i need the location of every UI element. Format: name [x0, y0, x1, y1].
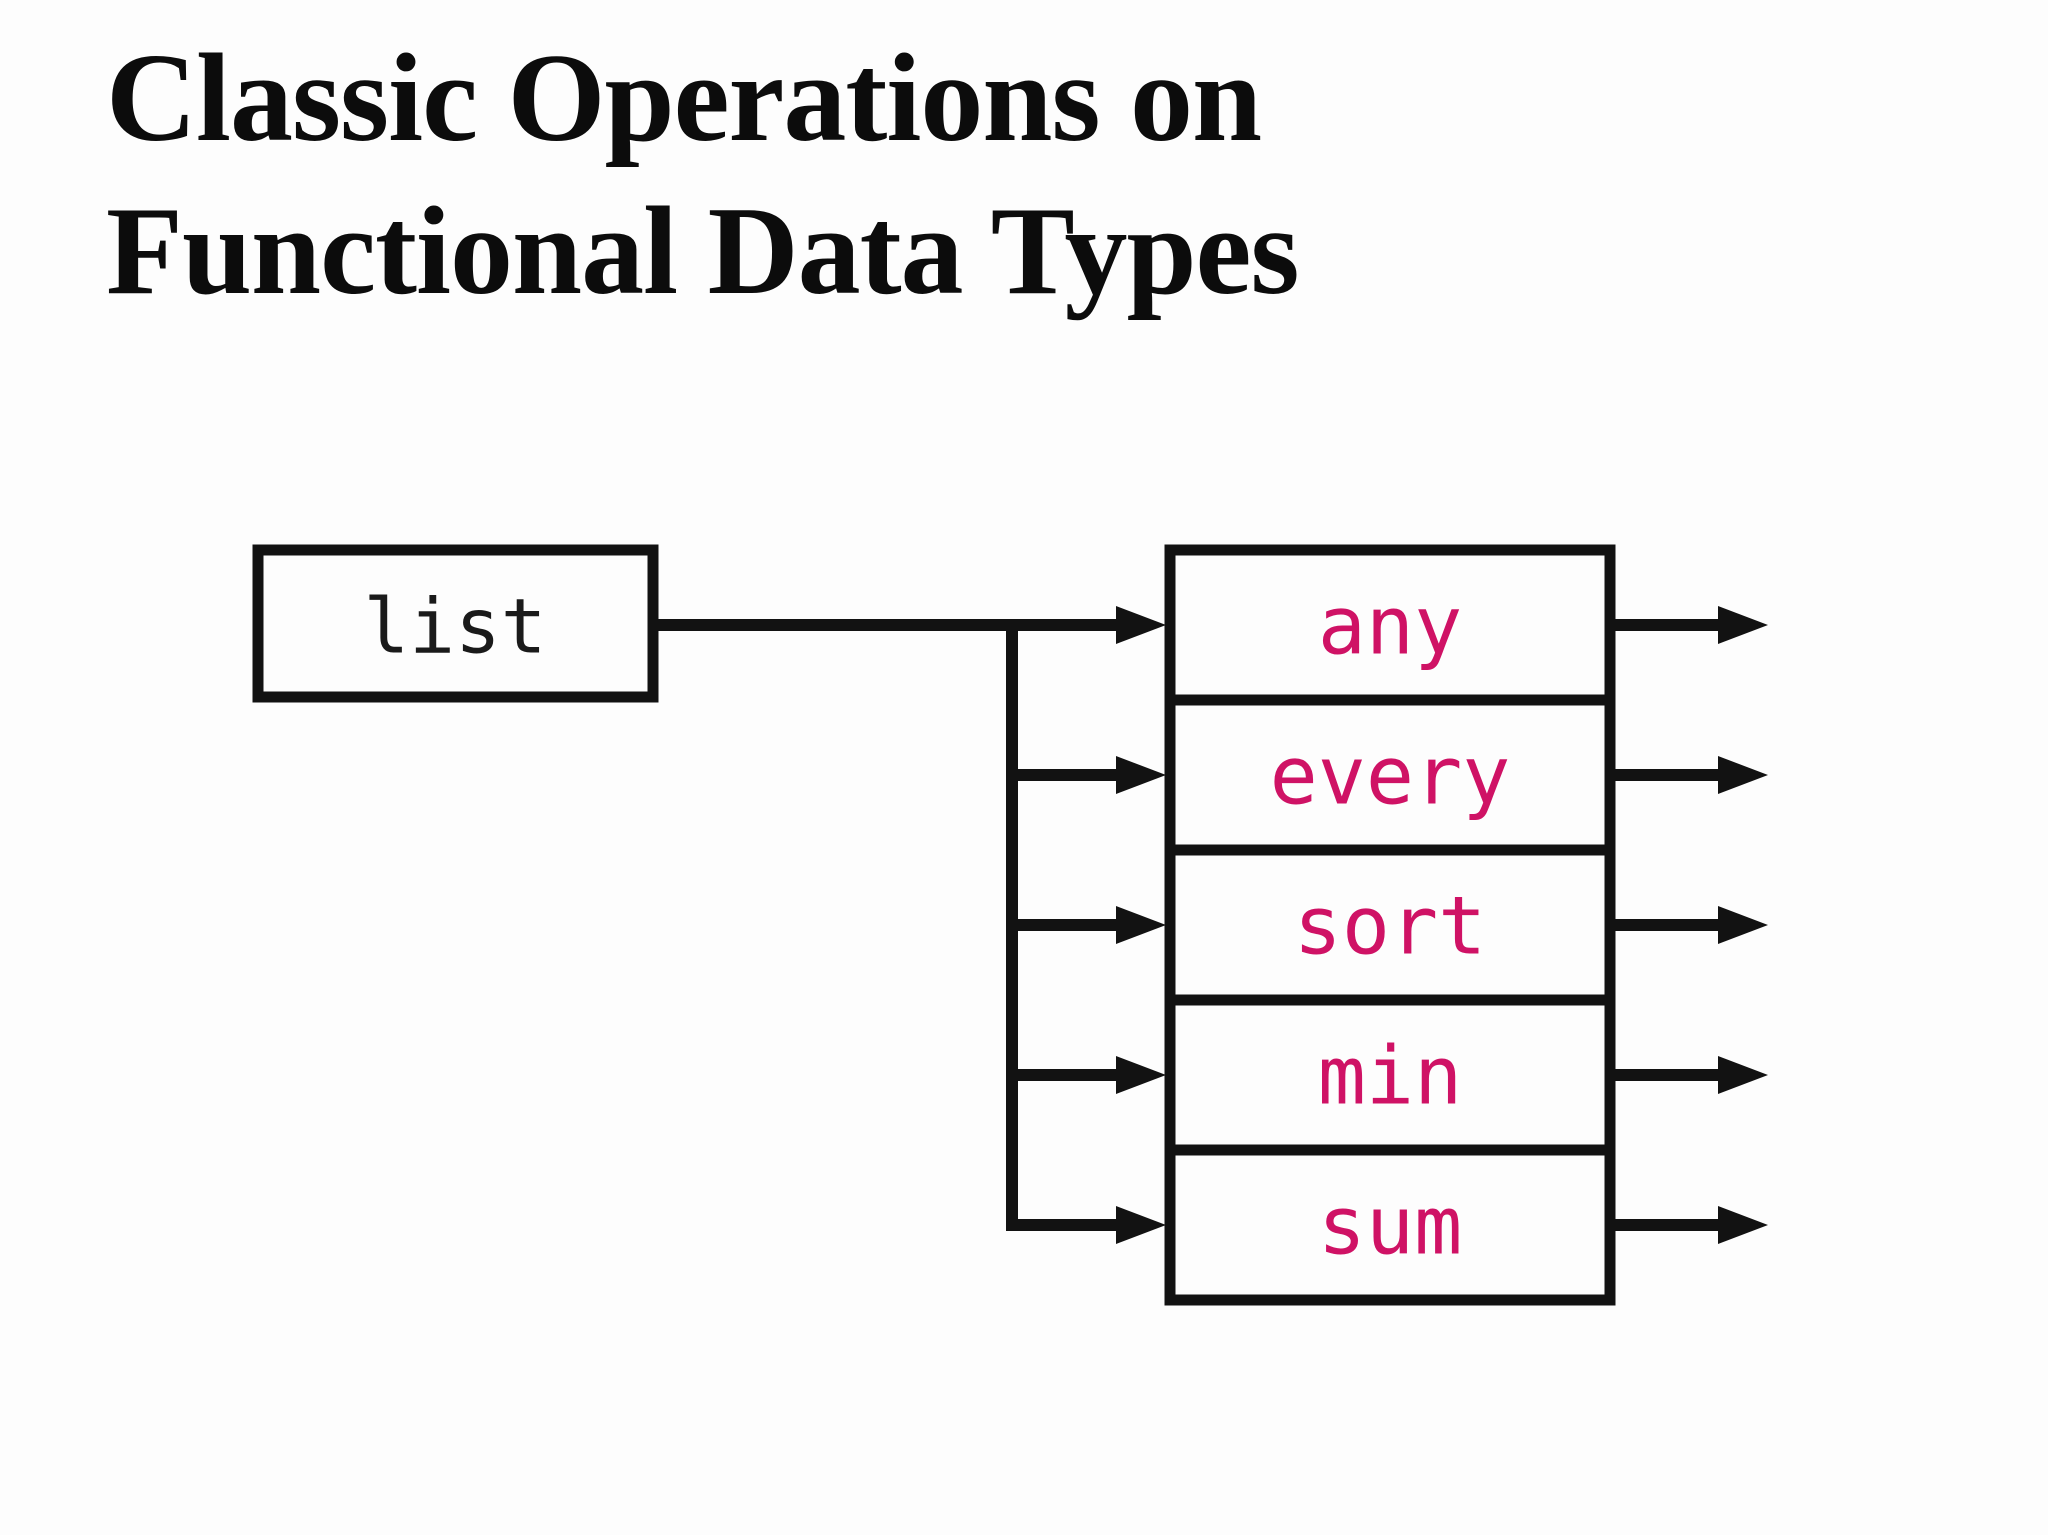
diagram-boxes [252, 544, 1616, 1306]
slide-title: Classic Operations on Functional Data Ty… [106, 22, 1299, 328]
operation-label-min: min [1318, 1030, 1463, 1123]
arrowhead-right-icon [1718, 1056, 1768, 1094]
operation-label-sort: sort [1294, 880, 1487, 973]
arrowhead-right-icon [1116, 606, 1166, 644]
list-box-label: list [363, 582, 546, 671]
connector-lines [658, 619, 1718, 1231]
arrowhead-right-icon [1718, 606, 1768, 644]
arrowhead-right-icon [1718, 906, 1768, 944]
operation-label-every: every [1270, 730, 1511, 823]
operation-box-sum [1164, 1144, 1616, 1306]
arrowhead-right-icon [1718, 1206, 1768, 1244]
arrowheads [1116, 606, 1768, 1244]
trunk-connector-line [1006, 619, 1116, 1231]
arrowhead-right-icon [1116, 906, 1166, 944]
arrowhead-right-icon [1116, 1056, 1166, 1094]
list-box [252, 544, 659, 703]
arrowhead-right-icon [1116, 1206, 1166, 1244]
operation-label-sum: sum [1318, 1180, 1463, 1273]
arrowhead-right-icon [1116, 756, 1166, 794]
slide-title-line-2: Functional Data Types [106, 182, 1299, 321]
arrowhead-right-icon [1718, 756, 1768, 794]
slide-title-line-1: Classic Operations on [106, 29, 1262, 168]
operation-label-any: any [1318, 580, 1463, 673]
